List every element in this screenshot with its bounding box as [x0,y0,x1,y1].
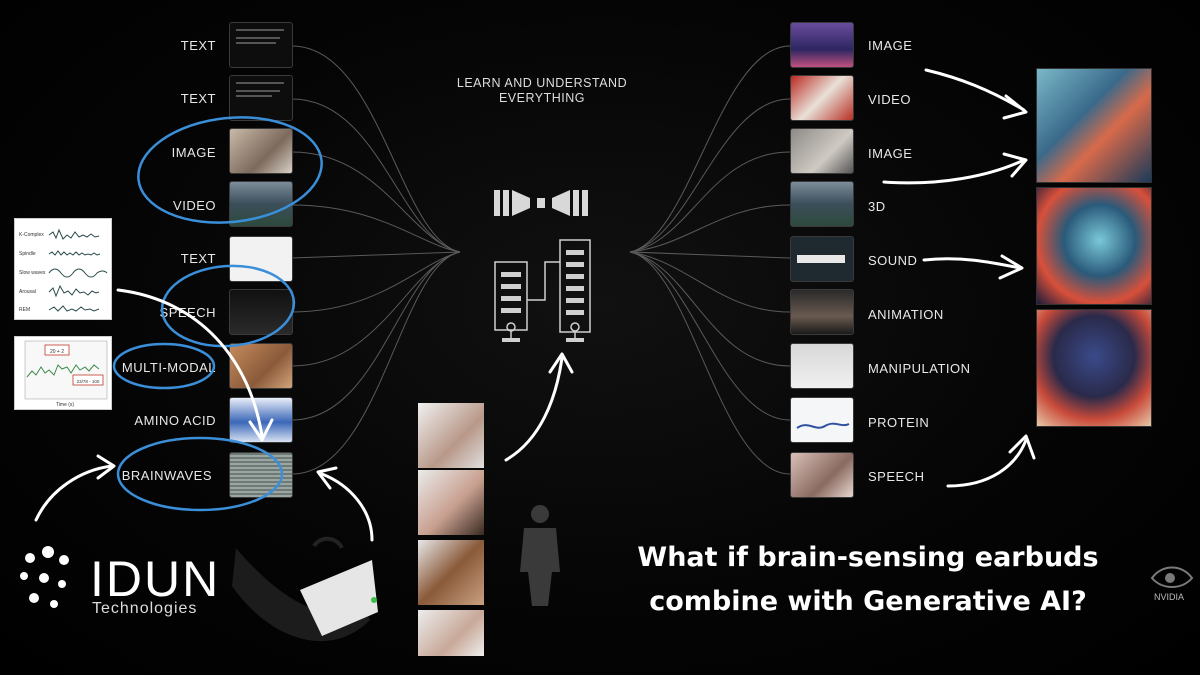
eeg-trace-label: K-Complex [19,232,44,238]
ai-art-headphones-man [1036,309,1152,427]
right-label-3d: 3D [868,199,886,214]
thumb-out-speech [790,452,854,498]
right-label-speech: SPEECH [868,469,925,484]
right-label-protein: PROTEIN [868,415,930,430]
headline-line-1: What if brain-sensing earbuds [637,542,1099,573]
left-label-text-2: TEXT [180,91,216,106]
right-label-video: VIDEO [868,92,911,107]
left-label-image: IMAGE [171,145,216,160]
idun-logo-sub: Technologies [92,600,198,617]
arrow-art-1b [882,158,1026,185]
arrow-art-3 [946,438,1028,488]
ai-art-profile-woman [1036,187,1152,305]
architecture-diagram-icon [494,239,591,338]
right-label-sound: SOUND [868,253,918,268]
left-label-multimodal: MULTI-MODAL [121,360,216,375]
thumb-text-3 [229,236,293,282]
arrow-center [504,356,564,462]
center-title: LEARN AND UNDERSTAND EVERYTHING [456,76,628,105]
thumb-out-3d [790,181,854,227]
headline-line-2: combine with Generative AI? [649,586,1087,617]
right-label-image-1: IMAGE [868,38,913,53]
right-label-animation: ANIMATION [868,307,944,322]
arrow-art-1 [924,68,1026,112]
thumb-out-animation [790,289,854,335]
thumb-text-1 [229,22,293,68]
eeg-trace-label: Slow waves [19,270,46,276]
arrows [34,68,1036,542]
headline: What if brain-sensing earbuds combine wi… [598,536,1138,624]
thumb-out-image-2 [790,128,854,174]
right-label-manipulation: MANIPULATION [868,361,971,376]
thumb-out-manipulation [790,343,854,389]
thumb-kitten-image [229,128,293,174]
arrow-eeg [116,288,264,438]
nvidia-label: NVIDIA [1153,592,1184,602]
idun-logo-name: IDUN [90,551,221,607]
arrow-headband [320,472,374,542]
left-label-video: VIDEO [173,198,216,213]
photo-head-3 [418,540,484,605]
thumb-out-video [790,75,854,121]
thumb-multimodal [229,343,293,389]
arrow-logo [34,464,114,522]
eeg-traces-panel: K-Complex Spindle Slow waves Arousal REM [14,218,112,320]
left-label-text-3: TEXT [180,251,216,266]
transformer-icon [494,190,588,216]
eeg-trace-label: REM [19,307,30,313]
photo-head-4 [418,610,484,656]
left-label-text-1: TEXT [180,38,216,53]
photo-head-1 [418,403,484,468]
thumb-out-sound [790,236,854,282]
arrow-art-2 [922,257,1022,270]
thumb-out-image-1 [790,22,854,68]
eeg-trace-label: Spindle [19,251,36,257]
photo-head-2 [418,470,484,535]
annotation-circles [112,116,323,512]
ai-art-brain-man [1036,68,1152,183]
chart-xlabel: Time (s) [56,402,74,408]
chart-box-1: 20 + 2 [50,349,64,355]
thumb-text-2 [229,75,293,121]
chart-box-2: 23/78 - 100 [77,379,100,384]
right-label-image-2: IMAGE [868,146,913,161]
signal-chart-panel: 20 + 2 23/78 - 100 Time (s) [14,336,112,410]
left-label-brainwaves: BRAINWAVES [121,468,212,483]
thumb-coast-video [229,181,293,227]
eeg-trace-label: Arousal [19,289,36,295]
left-label-amino-acid: AMINO ACID [134,413,216,428]
thumb-out-protein [790,397,854,443]
